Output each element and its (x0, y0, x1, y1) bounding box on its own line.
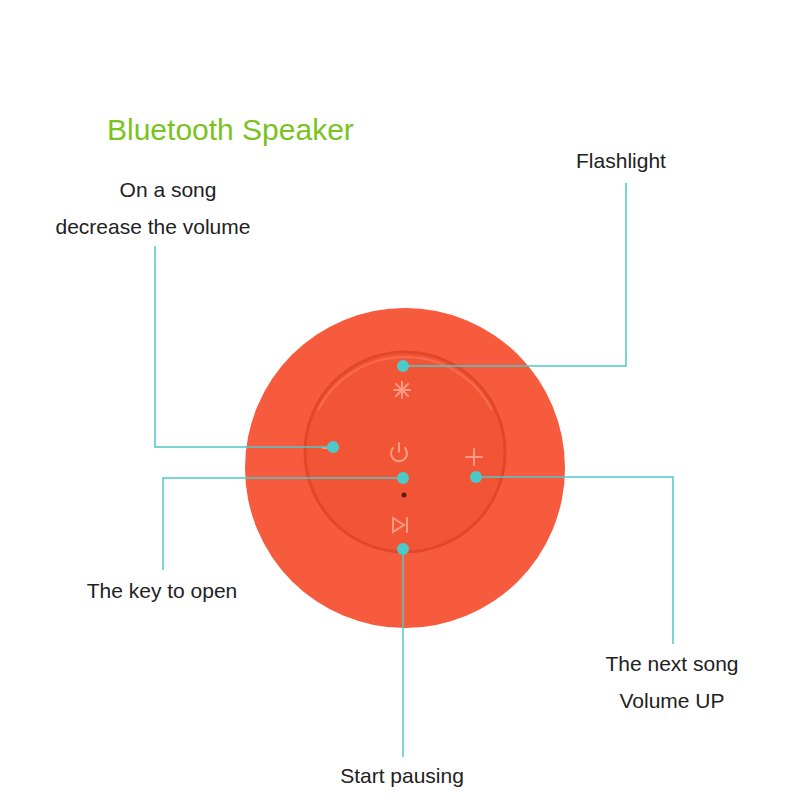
callout-label: Start pausing (302, 757, 502, 794)
callout-label: The key to open (52, 572, 272, 609)
callout-dot (397, 360, 409, 372)
flashlight-symbol (394, 382, 410, 398)
leader-lines (155, 183, 673, 757)
speaker-housing (245, 308, 565, 628)
callout-dot (470, 471, 482, 483)
diagram-title: Bluetooth Speaker (107, 112, 354, 148)
leader-line (403, 183, 626, 366)
speaker-top-panel (305, 352, 505, 552)
plus-symbol (466, 449, 482, 465)
callout-dot (327, 441, 339, 453)
callout-dot (397, 543, 409, 555)
button-symbols (323, 382, 482, 532)
play-pause-symbol (393, 518, 407, 532)
leader-line (155, 246, 333, 447)
callout-label: The next song Volume UP (596, 645, 748, 719)
callout-label: On a song decrease the volume (51, 171, 255, 245)
callout-dot (397, 472, 409, 484)
power-symbol (391, 443, 407, 461)
leader-line (402, 549, 404, 757)
leader-line (476, 477, 673, 644)
callout-dots (327, 360, 482, 555)
callout-label: Flashlight (541, 142, 701, 179)
panel-highlight (318, 357, 492, 410)
microphone-hole (402, 493, 407, 498)
leader-line (163, 478, 403, 570)
